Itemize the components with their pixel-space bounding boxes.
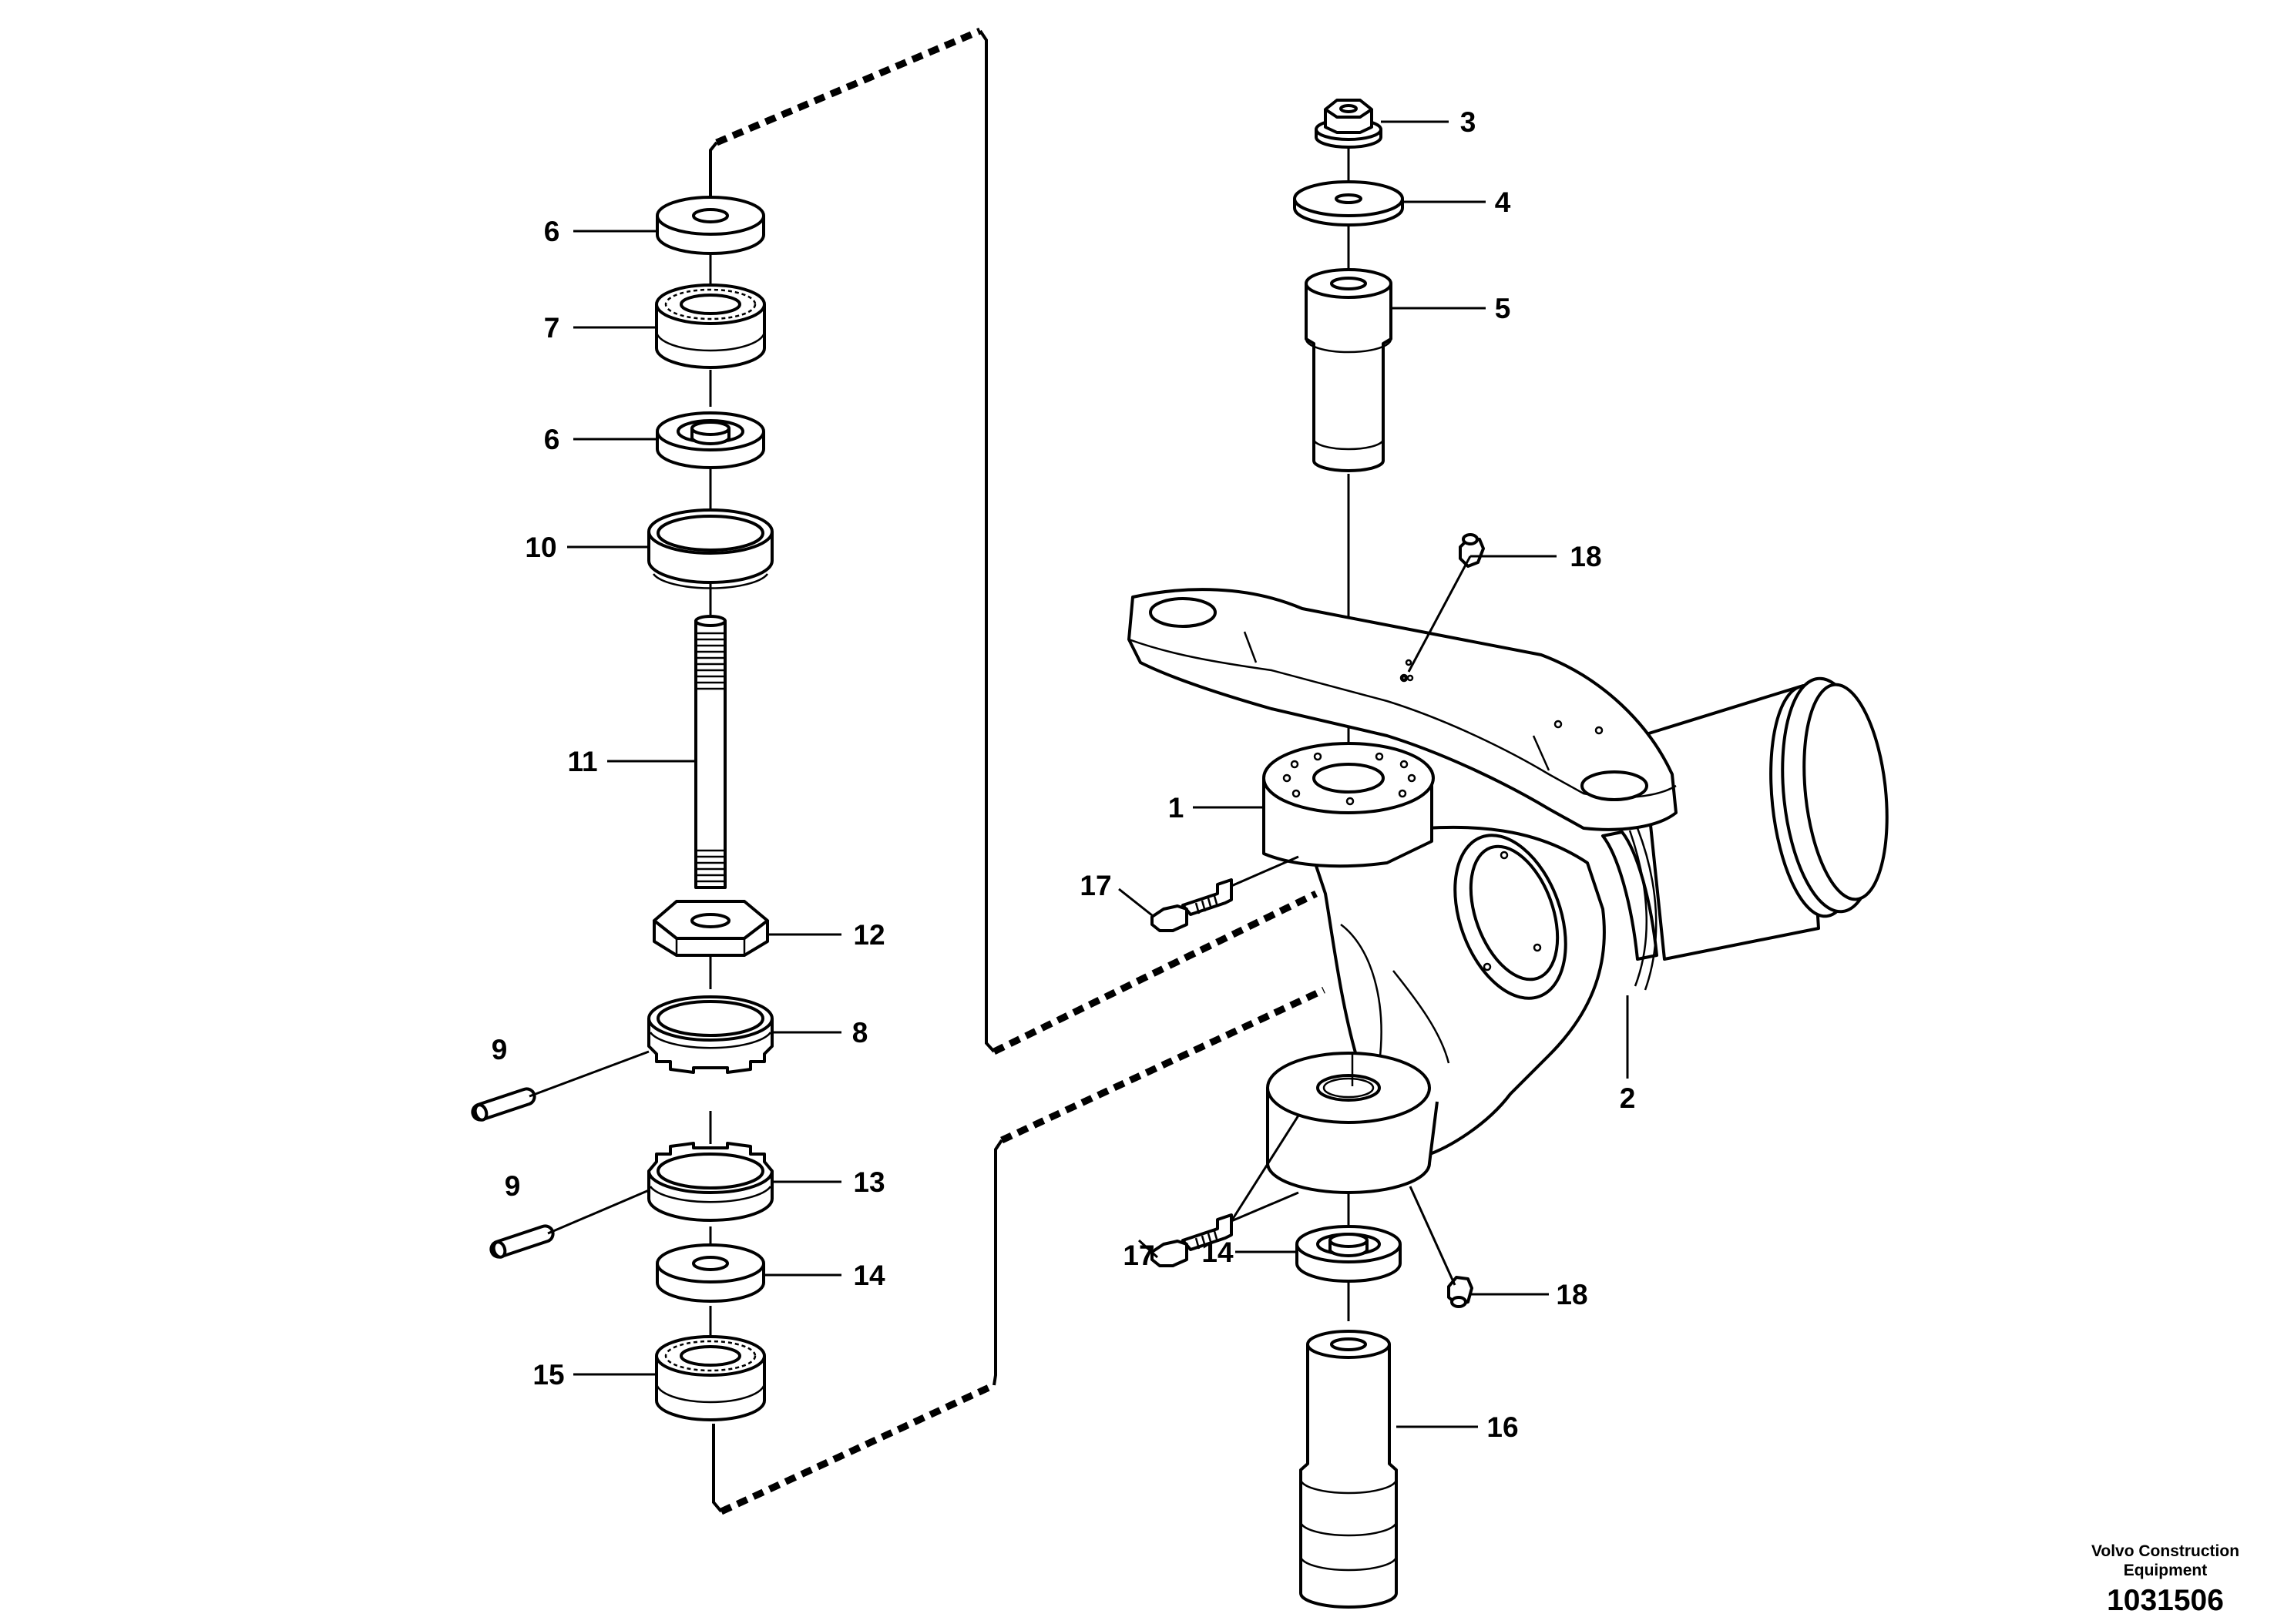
part-6-upper-ring — [656, 196, 765, 255]
callout-16: 16 — [1486, 1411, 1518, 1443]
leader-lines — [529, 120, 1629, 1428]
part-9-pin-upper — [471, 1087, 536, 1122]
callout-15: 15 — [532, 1359, 564, 1391]
credit-line-2: Equipment — [2123, 1562, 2208, 1579]
part-15-bearing — [655, 1335, 766, 1421]
callout-9-upper: 9 — [492, 1034, 508, 1065]
callout-13: 13 — [853, 1166, 885, 1198]
callout-18-upper: 18 — [1570, 541, 1601, 572]
callout-14-left: 14 — [853, 1260, 885, 1291]
callout-1: 1 — [1168, 792, 1184, 824]
part-12-nut — [653, 900, 769, 957]
part-8-slotted-ring — [647, 995, 774, 1074]
callout-labels: 6 7 6 10 11 12 8 9 13 9 14 15 3 4 5 18 1… — [492, 106, 1636, 1443]
part-9-pin-lower — [489, 1224, 555, 1259]
part-14-left-ring — [656, 1243, 765, 1303]
callout-4: 4 — [1495, 186, 1511, 218]
part-7-bearing — [655, 284, 766, 369]
part-17-bolt-lower — [1150, 1213, 1233, 1267]
callout-9-lower: 9 — [505, 1170, 521, 1202]
part-11-threaded-rod — [694, 615, 727, 889]
part-13-slotted-ring — [647, 1142, 774, 1222]
callout-17-lower: 17 — [1123, 1240, 1154, 1271]
part-1-upper-boss — [1262, 742, 1435, 868]
callout-14-right: 14 — [1201, 1236, 1234, 1268]
callout-6-upper: 6 — [544, 216, 560, 247]
callout-2: 2 — [1620, 1082, 1636, 1114]
part-6-lower-ring — [656, 411, 765, 469]
upper-group-bracket — [709, 27, 1318, 1055]
callout-8: 8 — [852, 1017, 868, 1049]
part-3-flange-nut — [1315, 99, 1382, 149]
part-1-lower-boss — [1266, 1052, 1439, 1194]
callout-5: 5 — [1495, 293, 1511, 324]
part-10-cup — [647, 508, 774, 589]
drawing-number: 1031506 — [2107, 1584, 2224, 1617]
part-2-steering-knuckle — [1127, 588, 1889, 1157]
callout-10: 10 — [525, 532, 556, 563]
lower-group-bracket — [712, 986, 1325, 1515]
callout-17-upper: 17 — [1080, 870, 1111, 901]
callout-3: 3 — [1460, 106, 1476, 138]
part-4-washer — [1293, 180, 1404, 226]
credit-line-1: Volvo Construction — [2091, 1542, 2240, 1560]
callout-12: 12 — [853, 919, 885, 951]
callout-6-lower: 6 — [544, 424, 560, 455]
callout-11: 11 — [567, 746, 597, 777]
part-17-bolt-upper — [1150, 878, 1233, 932]
callout-7: 7 — [544, 312, 560, 344]
callout-18-lower: 18 — [1556, 1279, 1587, 1310]
part-18-grease-nipple-upper — [1459, 533, 1485, 568]
part-5-bushing — [1305, 268, 1392, 472]
part-16-bushing — [1299, 1330, 1398, 1609]
part-14-right-ring — [1295, 1225, 1402, 1283]
